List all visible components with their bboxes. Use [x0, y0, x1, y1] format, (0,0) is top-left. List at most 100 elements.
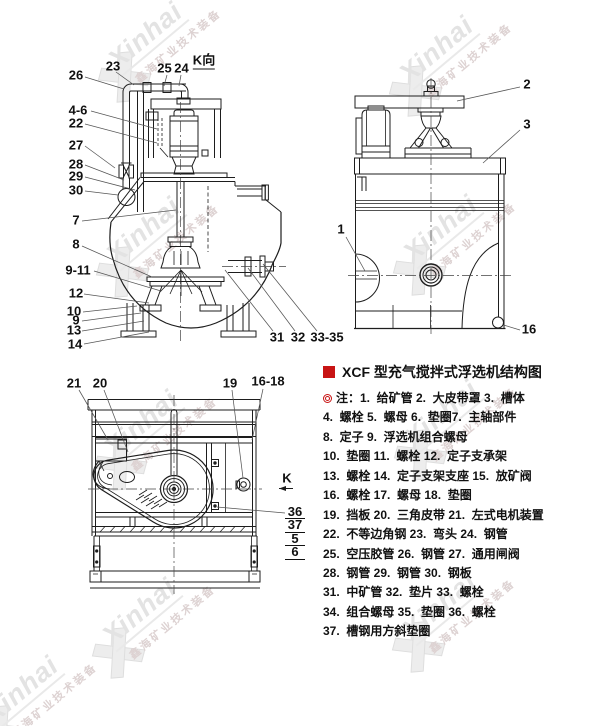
callout-21: 21: [67, 377, 81, 390]
callout-16-18: 16-18: [251, 375, 284, 388]
legend-panel: XCF 型充气搅拌式浮选机结构图 注：1. 给矿管 2. 大皮带罩 3. 槽体 …: [323, 364, 593, 642]
callout-4-6: 4-6: [69, 104, 88, 117]
callout-text: 13: [66, 322, 82, 338]
legend-line: 31. 中矿管 32. 垫片 33. 螺栓: [323, 583, 593, 602]
callout-text: 23: [105, 58, 121, 74]
legend-line-text: 8. 定子 9. 浮选机组合螺母: [323, 429, 468, 444]
callout-text: 22: [68, 115, 84, 131]
callout-text: 19: [222, 375, 238, 391]
legend-line-text: 28. 钢管 29. 钢管 30. 钢板: [323, 565, 472, 580]
callout-text: 28: [68, 156, 84, 172]
callout-16: 16: [522, 323, 536, 336]
callout-2: 2: [523, 78, 530, 91]
legend-line: 22. 不等边角钢 23. 弯头 24. 钢管: [323, 525, 593, 544]
elevation-view-drawing: [348, 78, 512, 334]
legend-line-text: 37. 槽钢用方斜垫圈: [323, 624, 431, 639]
callout-9-11: 9-11: [65, 264, 90, 277]
legend-line: 28. 钢管 29. 钢管 30. 钢板: [323, 564, 593, 583]
legend-line-text: 19. 挡板 20. 三角皮带 21. 左式电机装置: [323, 507, 544, 522]
legend-line-text: 16. 螺栓 17. 螺母 18. 垫圈: [323, 488, 472, 503]
callout-29: 29: [69, 170, 83, 183]
legend-line: 25. 空压胶管 26. 钢管 27. 通用闸阀: [323, 545, 593, 564]
callout-text: 16-18: [251, 373, 285, 389]
callout-text: 1: [337, 221, 345, 237]
red-square-icon: [323, 365, 335, 378]
legend-line-text: 31. 中矿管 32. 垫片 33. 螺栓: [323, 585, 484, 600]
callout-text: 29: [68, 168, 84, 184]
legend-lines: 注：1. 给矿管 2. 大皮带罩 3. 槽体 4. 螺栓 5. 螺母 6. 垫圈…: [323, 389, 593, 642]
legend-line-text: 13. 螺栓 14. 定子支架支座 15. 放矿阀: [323, 468, 532, 483]
legend-title: XCF 型充气搅拌式浮选机结构图: [342, 363, 542, 380]
legend-line: 16. 螺栓 17. 螺母 18. 垫圈: [323, 486, 593, 505]
callout-3: 3: [523, 118, 530, 131]
callout-text: 27: [68, 137, 84, 153]
callout-stack-36-37-5-6: 36 37 5 6: [285, 505, 305, 560]
callout-1: 1: [337, 223, 344, 236]
callout-text: 26: [68, 67, 84, 83]
callout-19: 19: [223, 377, 237, 390]
callout-text: 20: [92, 375, 108, 391]
callout-5: 5: [285, 532, 305, 547]
callout-28: 28: [69, 158, 83, 171]
callout-text: 10: [66, 303, 82, 319]
callout-text: 9-11: [65, 262, 91, 278]
callout-9: 9: [72, 314, 79, 327]
callout-text: 3: [523, 116, 531, 132]
leader-lines: [78, 71, 521, 514]
legend-line-text: 22. 不等边角钢 23. 弯头 24. 钢管: [323, 527, 508, 542]
callout-text: 21: [66, 375, 82, 391]
callout-32: 32: [291, 331, 305, 344]
view-direction-label: K向: [192, 52, 216, 70]
callout-37: 37: [285, 518, 305, 533]
legend-line: 10. 垫圈 11. 螺栓 12. 定子支承架: [323, 447, 593, 466]
callout-text: 24: [174, 60, 189, 76]
callout-text: 9: [72, 312, 80, 328]
callout-22: 22: [69, 117, 83, 130]
legend-line-text: 34. 组合螺母 35. 垫圈 36. 螺栓: [323, 604, 496, 619]
callout-26: 26: [69, 69, 83, 82]
callout-text: 33-35: [310, 329, 344, 345]
callout-text: 14: [67, 336, 83, 352]
callout-36: 36: [285, 505, 305, 520]
callout-8: 8: [72, 238, 79, 251]
legend-line-text: 25. 空压胶管 26. 钢管 27. 通用闸阀: [323, 546, 520, 561]
callout-27: 27: [69, 139, 83, 152]
direction-label-text: K向: [192, 52, 216, 70]
callout-12: 12: [69, 287, 83, 300]
section-view-drawing: [107, 82, 286, 342]
callout-7: 7: [72, 214, 79, 227]
k-view-drawing: [87, 395, 293, 594]
legend-line: 34. 组合螺母 35. 垫圈 36. 螺栓: [323, 603, 593, 622]
callout-text: 32: [290, 329, 306, 345]
callout-text: 4-6: [68, 102, 88, 118]
callout-23: 23: [106, 60, 120, 73]
legend-line: 注：1. 给矿管 2. 大皮带罩 3. 槽体: [323, 389, 593, 408]
callout-text: 2: [523, 76, 531, 92]
callout-31: 31: [270, 331, 284, 344]
legend-line: 37. 槽钢用方斜垫圈: [323, 622, 593, 641]
callout-text: 8: [72, 236, 80, 252]
legend-line-text: 注：1. 给矿管 2. 大皮带罩 3. 槽体: [336, 391, 525, 405]
legend-line: 4. 螺栓 5. 螺母 6. 垫圈7. 主轴部件: [323, 408, 593, 427]
callout-text: 30: [68, 182, 84, 198]
legend-line-text: 10. 垫圈 11. 螺栓 12. 定子支承架: [323, 449, 508, 464]
callout-13: 13: [67, 324, 81, 337]
callout-text: 7: [72, 212, 80, 228]
callout-25: 25: [157, 62, 171, 75]
direction-label-text: K: [282, 470, 292, 486]
callout-33-35: 33-35: [310, 331, 343, 344]
callout-text: 31: [269, 329, 285, 345]
callout-text: 16: [521, 321, 537, 337]
k-direction-label: K: [282, 472, 291, 485]
callout-text: 12: [68, 285, 84, 301]
callout-24: 24: [174, 62, 188, 75]
legend-line: 13. 螺栓 14. 定子支架支座 15. 放矿阀: [323, 467, 593, 486]
callout-14: 14: [68, 338, 82, 351]
legend-line-text: 4. 螺栓 5. 螺母 6. 垫圈7. 主轴部件: [323, 410, 517, 425]
callout-30: 30: [69, 184, 83, 197]
legend-line: 19. 挡板 20. 三角皮带 21. 左式电机装置: [323, 506, 593, 525]
callout-text: 25: [157, 60, 172, 76]
red-bullseye-icon: [323, 394, 332, 403]
